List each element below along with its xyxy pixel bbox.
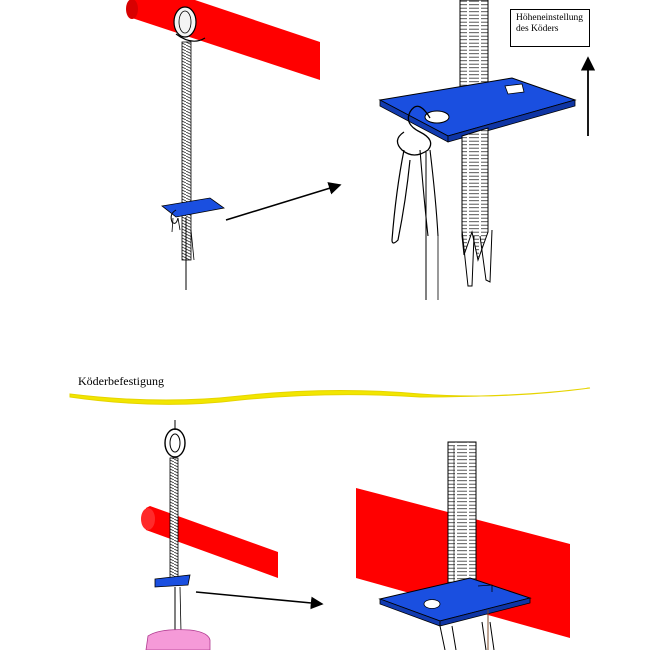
rail-clamp <box>173 6 197 38</box>
plate-hole <box>424 110 450 124</box>
bait-block <box>145 629 211 650</box>
toothed-strip-bottom <box>447 441 477 593</box>
callout-line-2: des Köders <box>516 24 559 34</box>
top-left-assembly <box>126 0 342 290</box>
line-loop <box>396 105 432 156</box>
zoom-arrow-bottom <box>195 591 324 610</box>
section-title-bait-attachment: Köderbefestigung <box>78 374 164 388</box>
bottom-left-assembly <box>141 420 324 650</box>
top-right-enlargement <box>378 0 596 300</box>
callout-line-1: Höheneinstellung <box>516 13 584 23</box>
toothed-strip-lower <box>461 127 489 262</box>
screw-rod-bottom <box>169 457 179 581</box>
eye-bolt-ring <box>164 428 186 458</box>
bottom-right-enlargement <box>356 441 570 650</box>
height-adjustment-callout: Höheneinstellung des Köders <box>510 9 590 47</box>
zoom-arrow-top <box>225 182 342 221</box>
adjustment-plate-small-bottom <box>154 574 191 588</box>
yellow-wave-divider <box>69 387 591 405</box>
red-rail-bottom <box>146 506 278 578</box>
red-rail-top <box>132 0 320 80</box>
adjustment-plate-small <box>161 197 225 218</box>
